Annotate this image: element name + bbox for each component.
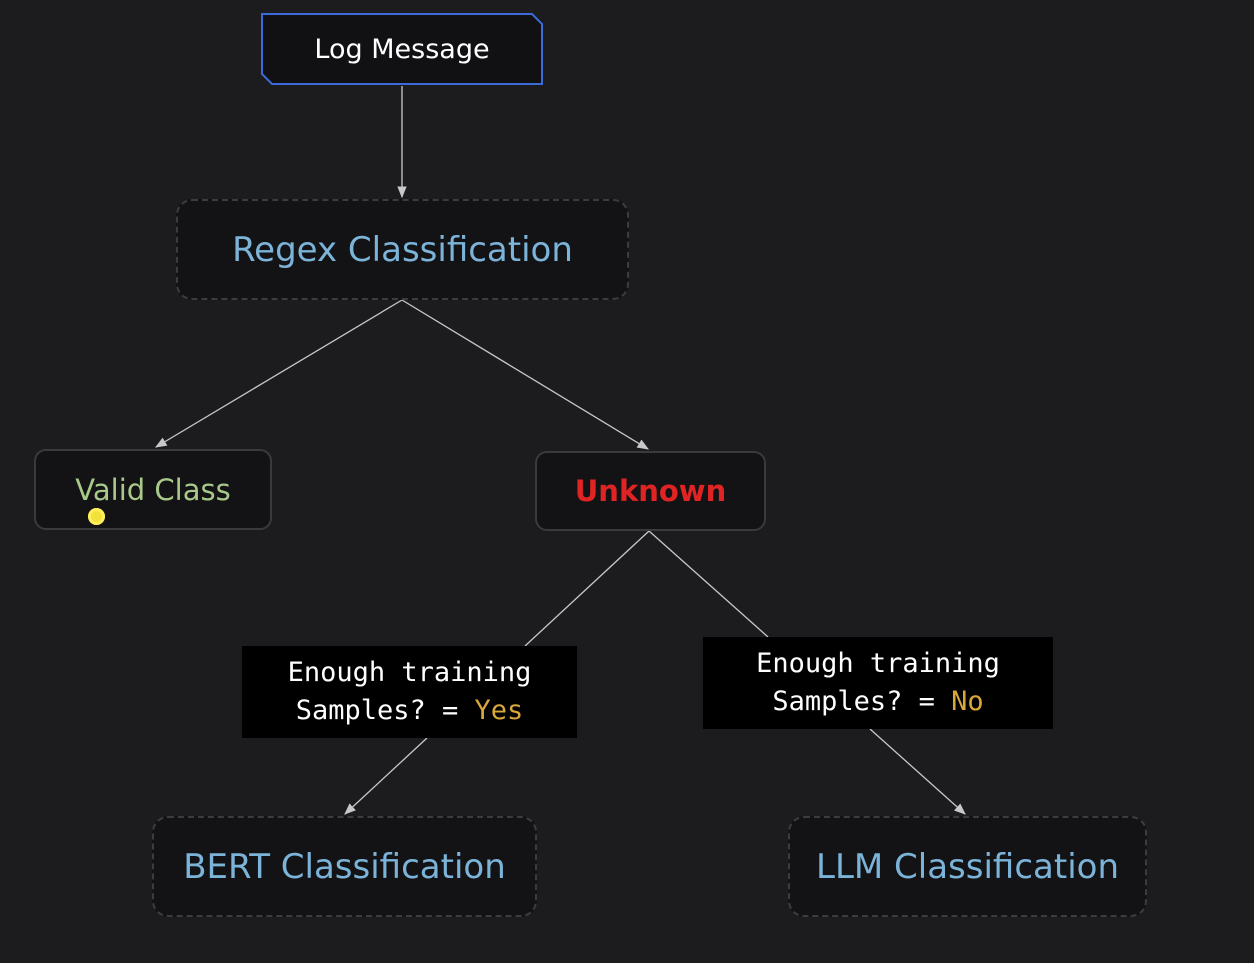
edge-regex-to-valid: [154, 299, 403, 448]
bert-classification-node: BERT Classification: [152, 816, 537, 917]
start-node-outline: [261, 13, 543, 85]
edge-unknown-to-yes: [524, 530, 650, 647]
condition-no-line2: Samples? = No: [703, 683, 1053, 721]
condition-yes-prefix: Samples? =: [295, 695, 475, 726]
condition-yes-line2: Samples? = Yes: [242, 692, 577, 730]
start-node-label: Log Message: [314, 33, 490, 65]
edge-unknown-to-no: [648, 530, 769, 638]
edge-no-to-llm: [869, 728, 966, 815]
edge-regex-to-unknown: [401, 299, 650, 450]
start-node-log-message: Log Message: [261, 13, 543, 85]
llm-classification-node: LLM Classification: [788, 816, 1147, 917]
condition-yes-line1: Enough training: [287, 657, 532, 688]
regex-classification-node: Regex Classification: [176, 199, 629, 300]
unknown-node: Unknown: [535, 451, 766, 531]
llm-classification-label: LLM Classification: [816, 846, 1119, 887]
valid-class-label: Valid Class: [75, 472, 231, 507]
condition-enough-samples-yes: Enough training Samples? = Yes: [242, 646, 577, 738]
condition-yes-answer: Yes: [474, 695, 524, 726]
cursor-highlight-dot: [88, 508, 105, 525]
condition-no-answer: No: [951, 686, 984, 717]
valid-class-node: Valid Class: [34, 449, 272, 530]
condition-no-prefix: Samples? =: [772, 686, 952, 717]
regex-classification-label: Regex Classification: [232, 229, 573, 270]
edge-yes-to-bert: [344, 737, 428, 815]
unknown-label: Unknown: [574, 474, 727, 508]
condition-no-line1: Enough training: [756, 648, 1000, 679]
bert-classification-label: BERT Classification: [183, 846, 506, 887]
condition-enough-samples-no: Enough training Samples? = No: [703, 637, 1053, 729]
